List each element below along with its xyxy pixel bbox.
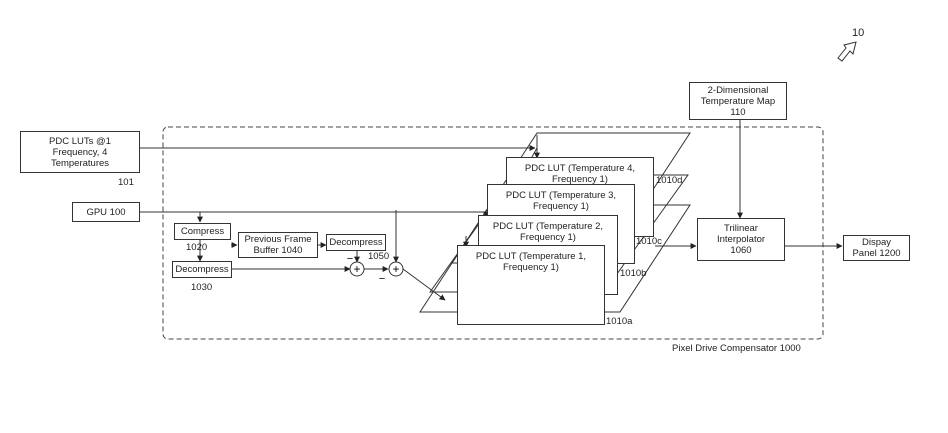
decompress-b-box: Decompress: [326, 234, 386, 251]
sum-junction-1: +: [349, 261, 365, 277]
figure-ref-arrow-icon: [837, 41, 857, 62]
pdc-luts-line-3: Temperatures: [50, 157, 110, 169]
temperature-map-line-1: 2-Dimensional: [707, 84, 769, 96]
temperature-map-box: 2-Dimensional Temperature Map 110: [689, 82, 787, 120]
frame-buffer-line-2: Buffer 1040: [253, 245, 303, 256]
trilinear-line-2: Interpolator: [716, 234, 766, 245]
display-line-2: Panel 1200: [852, 248, 901, 259]
trilinear-line-1: Trilinear: [724, 223, 758, 234]
pdc-luts-box: PDC LUTs @1 Frequency, 4 Temperatures: [20, 131, 140, 173]
sum-plus-2: +: [392, 262, 399, 276]
lut4-line-1: PDC LUT (Temperature 4,: [524, 163, 636, 174]
pdc-luts-line-1: PDC LUTs @1: [49, 135, 111, 147]
minus-sign-2: −: [379, 273, 385, 285]
gpu-label: GPU 100: [86, 206, 126, 218]
lut4-ref: 1010d: [656, 175, 683, 186]
lut2-line-1: PDC LUT (Temperature 2,: [492, 221, 604, 232]
display-panel-box: Dispay Panel 1200: [843, 235, 910, 261]
display-line-1: Dispay: [861, 237, 892, 248]
lut3-line-2: Frequency 1): [533, 201, 589, 212]
temperature-map-line-3: 110: [730, 106, 746, 118]
lut3-ref: 1010c: [636, 236, 662, 247]
decompress-a-label: Decompress: [175, 264, 229, 275]
compress-ref: 1020: [186, 242, 208, 253]
trilinear-interpolator-box: Trilinear Interpolator 1060: [697, 218, 785, 261]
sum-junction-2: +: [388, 261, 404, 277]
lut2-line-2: Frequency 1): [520, 232, 576, 243]
lut1-line-1: PDC LUT (Temperature 1,: [475, 251, 587, 262]
lut1-line-2: Frequency 1): [503, 262, 559, 273]
figure-ref-label: 10: [852, 27, 865, 39]
pdc-lut-temperature-1-box: PDC LUT (Temperature 1, Frequency 1): [457, 245, 605, 325]
minus-sign-1: −: [347, 253, 353, 265]
frame-buffer-box: Previous Frame Buffer 1040: [238, 232, 318, 258]
compress-label: Compress: [180, 226, 225, 237]
temperature-map-line-2: Temperature Map: [700, 95, 776, 107]
decompress-a-ref: 1030: [191, 282, 213, 293]
lut2-ref: 1010b: [620, 268, 647, 279]
compensator-boundary: [162, 126, 824, 340]
trilinear-line-3: 1060: [730, 245, 752, 256]
frame-buffer-line-1: Previous Frame: [244, 234, 312, 245]
compress-box: Compress: [174, 223, 231, 240]
decompress-b-label: Decompress: [329, 237, 383, 248]
decompress-a-box: Decompress: [172, 261, 232, 278]
decompress-b-ref: 1050: [368, 251, 390, 262]
lut3-line-1: PDC LUT (Temperature 3,: [505, 190, 617, 201]
pdc-luts-line-2: Frequency, 4: [52, 146, 108, 158]
pdc-luts-ref: 101: [118, 177, 134, 188]
lut1-ref: 1010a: [606, 316, 633, 327]
compensator-label: Pixel Drive Compensator 1000: [672, 343, 801, 354]
gpu-box: GPU 100: [72, 202, 140, 222]
sum-plus-1: +: [353, 262, 360, 276]
lut4-line-2: Frequency 1): [552, 174, 608, 185]
